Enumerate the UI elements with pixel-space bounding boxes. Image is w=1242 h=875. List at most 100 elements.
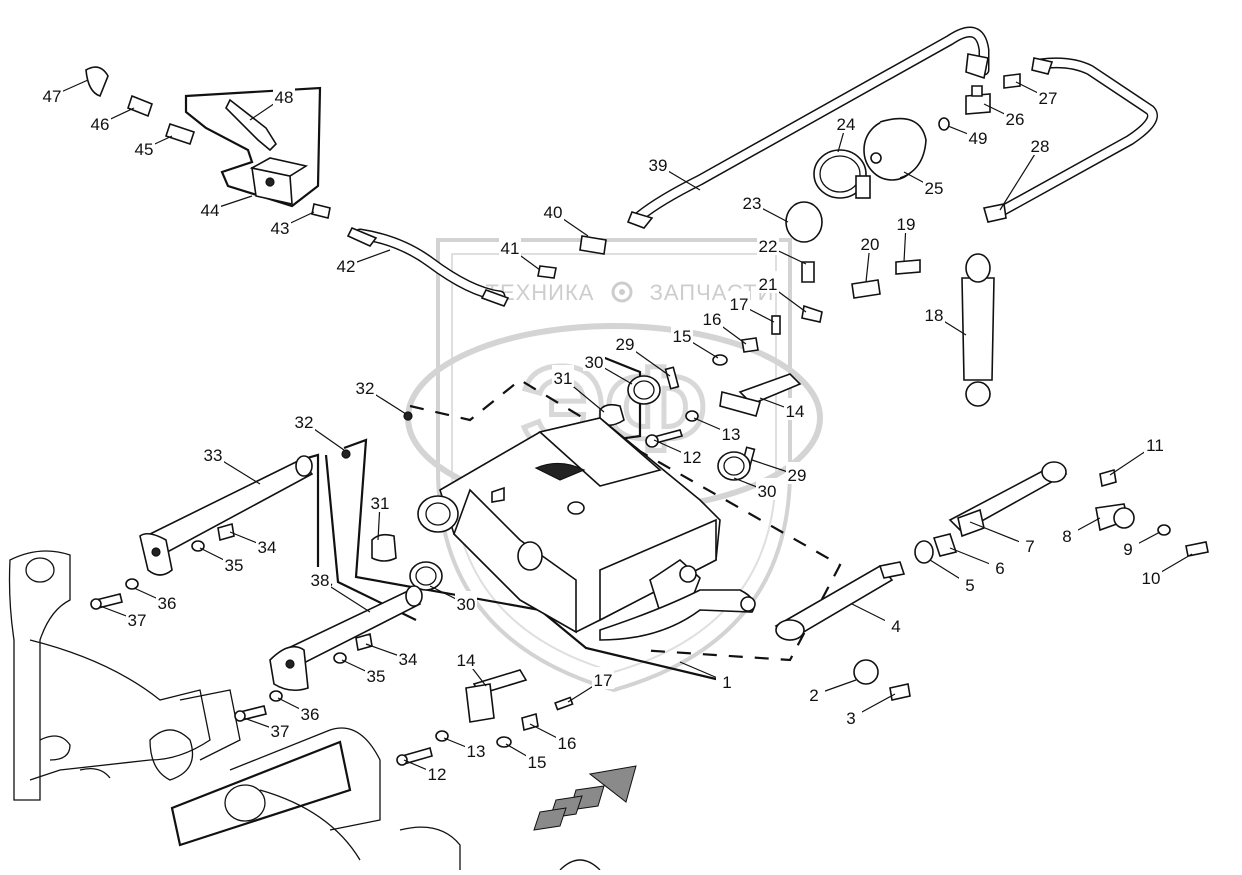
callout-number: 35 [367,667,386,686]
callout-number: 25 [925,179,944,198]
callout-number: 17 [594,671,613,690]
callout-background [256,534,278,556]
callout-number: 4 [891,617,900,636]
callout-number: 18 [925,306,944,325]
hydraulic-lines [346,26,1158,307]
callout-number: 35 [225,556,244,575]
callout-number: 17 [730,295,749,314]
callout-number: 19 [897,215,916,234]
link-assembly [774,461,1209,701]
callout-number: 16 [558,734,577,753]
callout-background [923,175,945,197]
callout-background [542,199,564,221]
callout-number: 32 [295,413,314,432]
watermark-right-text: ЗАПЧАСТИ [650,280,775,305]
callout-number: 46 [91,115,110,134]
callout-background [269,215,291,237]
callout-background [923,302,945,324]
callout-number: 32 [356,379,375,398]
callout-number: 33 [204,446,223,465]
callout-background [720,421,742,443]
callout-background [41,83,63,105]
callout-background [671,323,693,345]
callout-background [455,647,477,669]
callout-number: 23 [743,194,762,213]
callout-background [335,253,357,275]
callout-number: 29 [616,335,635,354]
lower-pin-group [396,669,574,766]
callout-number: 27 [1039,89,1058,108]
callout-number: 48 [275,88,294,107]
callout-background [701,306,723,328]
callout-number: 45 [135,140,154,159]
callout-number: 31 [554,369,573,388]
callout-number: 13 [722,425,741,444]
callout-number: 40 [544,203,563,222]
callout-background [583,349,605,371]
callout-number: 21 [759,275,778,294]
callout-background [784,398,806,420]
callout-number: 11 [1146,436,1164,455]
callout-number: 13 [467,742,486,761]
callout-number: 16 [703,310,722,329]
callout-background [681,444,703,466]
callout-background [835,111,857,133]
callout-number: 30 [585,353,604,372]
callout-number: 7 [1025,537,1034,556]
callout-number: 34 [399,650,418,669]
callout-background [1037,85,1059,107]
callout-number: 30 [758,482,777,501]
callout-background [223,552,245,574]
callout-number: 12 [683,448,702,467]
callout-number: 9 [1123,540,1132,559]
callout-background [756,478,778,500]
callout-number: 12 [428,765,447,784]
callout-number: 36 [158,594,177,613]
callout-background [199,197,221,219]
callout-labels: 1234567891011121213131414151516161717181… [41,83,1166,784]
callout-background [354,375,376,397]
callout-background [397,646,419,668]
callout-number: 44 [201,201,220,220]
callout-number: 29 [788,466,807,485]
callout-background [1140,565,1162,587]
callout-number: 36 [301,705,320,724]
callout-background [369,490,391,512]
callout-background [885,613,907,635]
callout-background [269,718,291,740]
callout-number: 15 [528,753,547,772]
callout-background [365,663,387,685]
callout-background [1019,533,1041,555]
callout-background [728,291,750,313]
callout-background [1117,536,1139,558]
callout-number: 24 [837,115,856,134]
callout-background [1056,523,1078,545]
callout-number: 47 [43,87,62,106]
callout-background [989,555,1011,577]
callout-number: 37 [271,722,290,741]
callout-background [556,730,578,752]
main-housing [417,417,756,641]
callout-background [455,591,477,613]
callout-background [156,590,178,612]
callout-background [1029,133,1051,155]
callout-background [202,442,224,464]
callout-background [895,211,917,233]
callout-background [133,136,155,158]
callout-background [309,567,331,589]
callout-background [552,365,574,387]
callout-number: 39 [649,156,668,175]
callout-number: 38 [311,571,330,590]
callout-number: 43 [271,219,290,238]
callout-number: 3 [846,709,855,728]
callout-number: 31 [371,494,390,513]
callout-number: 2 [809,686,818,705]
callout-background [1144,432,1166,454]
callout-number: 22 [759,237,778,256]
direction-arrow-icon [533,765,637,831]
callout-number: 28 [1031,137,1050,156]
callout-background [526,749,548,771]
gear-icon [611,281,633,303]
